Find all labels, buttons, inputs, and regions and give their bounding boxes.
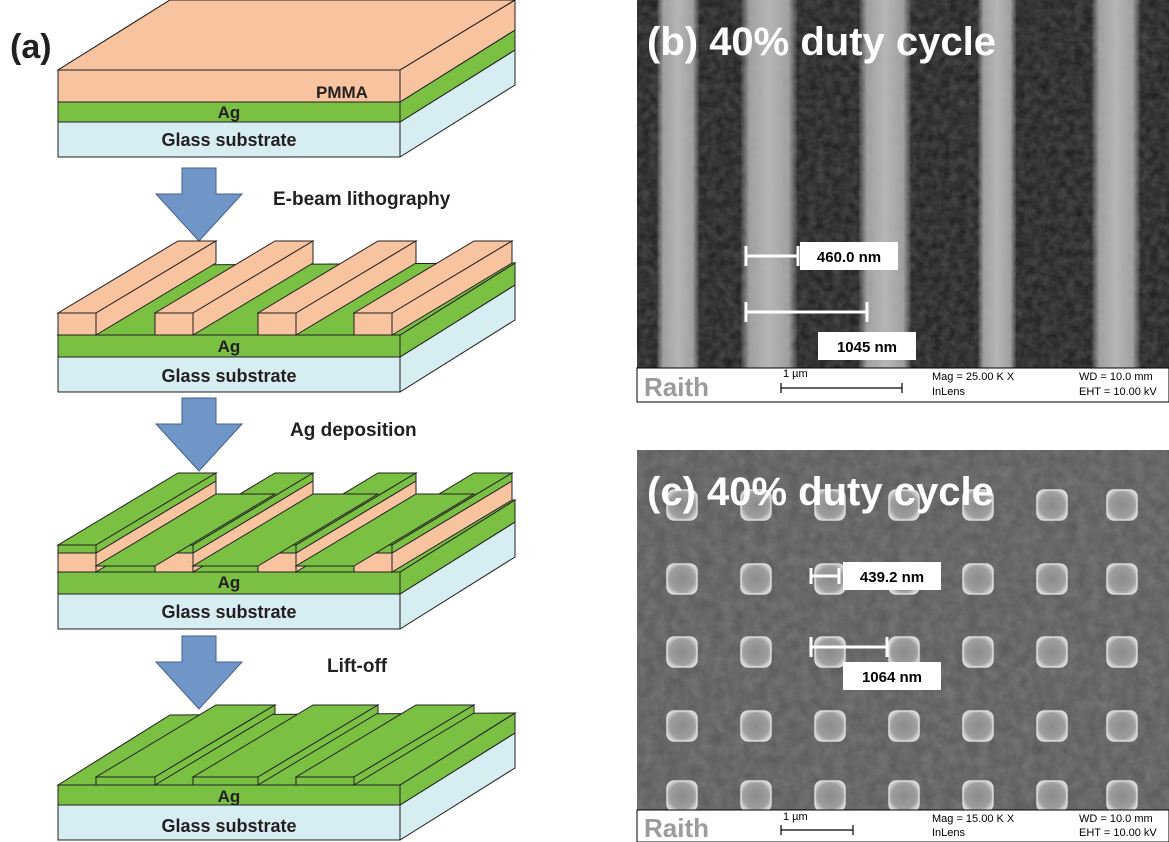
panel-b-sem-image: (b) 40% duty cycle 460.0 nm 1045 nm Rait… [636,0,1169,403]
nanopad [814,489,846,521]
nanopad [740,563,772,595]
magnification-label: Mag = 15.00 K X [932,813,1015,825]
nanopad [1106,710,1138,742]
nanopad [666,780,698,812]
nanopad [1106,489,1138,521]
detector-label: InLens [932,827,966,839]
nanopad [1106,563,1138,595]
step-label-ebeam: E-beam lithography [273,189,451,210]
measure-period-label: 1045 nm [837,339,897,356]
measure-width-bar [744,246,800,266]
nanopad [740,636,772,668]
measure-period-bar [744,302,869,322]
nanopad-array [666,489,1138,812]
ag-label: Ag [218,103,241,122]
nanopad [814,710,846,742]
process-arrow-2 [154,397,244,472]
nanopad [814,636,846,668]
ag-label: Ag [218,337,241,356]
nanopad [962,563,994,595]
panel-c-sem-image: (c) 40% duty cycle 439.2 nm 1064 nm Rait… [636,450,1169,842]
glass-label: Glass substrate [161,130,296,150]
nanopad [1106,780,1138,812]
measure-period-bar [809,637,889,657]
nanopad [666,563,698,595]
panel-a: (a) PMMA Ag Glass substrate E-beam litho… [10,0,517,841]
scale-bar [780,825,854,835]
nanopad [1036,780,1068,812]
ag-label: Ag [218,573,241,592]
ag-gap-strips [94,493,476,567]
nanopad [666,489,698,521]
measure-width-label: 439.2 nm [860,569,924,586]
nanopad [814,780,846,812]
nanopad [740,710,772,742]
panel-a-label: (a) [10,28,52,66]
measure-period-label: 1064 nm [862,669,922,686]
stack-step-4: Ag Glass substrate [56,704,517,841]
measure-width-bar [809,568,841,584]
step-label-ag-deposition: Ag deposition [290,420,417,441]
detector-label: InLens [932,386,966,398]
measure-width-box [800,242,898,270]
ag-label: Ag [218,787,241,806]
measure-period-box [843,662,941,690]
measure-period-box [818,332,916,360]
nanopad [962,636,994,668]
nanopad [888,710,920,742]
nanopad [962,710,994,742]
nanopad [666,710,698,742]
nanopad [740,780,772,812]
nanopad [666,636,698,668]
nanopad [888,780,920,812]
magnification-label: Mag = 25.00 K X [932,371,1015,383]
working-distance-label: WD = 10.0 mm [1079,371,1153,383]
step-label-lift-off: Lift-off [327,656,388,677]
nanopad [888,489,920,521]
glass-label: Glass substrate [161,366,296,386]
stack-step-1: PMMA Ag Glass substrate [56,0,516,158]
nanopad [1036,636,1068,668]
nanopad [1036,489,1068,521]
measure-width-label: 460.0 nm [817,249,881,266]
ag-grating-lines [94,704,476,786]
nanopad [962,489,994,521]
raith-logo: Raith [644,813,709,842]
eht-label: EHT = 10.00 kV [1079,386,1157,398]
nanopad [740,489,772,521]
panel-b-title: (b) 40% duty cycle [647,20,996,64]
eht-label: EHT = 10.00 kV [1079,827,1157,839]
stack-step-3: Ag Glass substrate [56,472,517,630]
stack-step-2: Ag Glass substrate [56,240,517,393]
nanopad [1036,563,1068,595]
scale-bar [780,383,903,393]
raith-logo: Raith [644,372,709,402]
scale-label: 1 µm [783,811,808,823]
pmma-label: PMMA [316,83,368,102]
pmma-stripes [56,240,514,336]
process-arrow-1 [154,167,244,242]
nanopad [962,780,994,812]
glass-label: Glass substrate [161,602,296,622]
nanopad [1036,710,1068,742]
measure-width-box [843,562,941,590]
process-arrow-3 [154,635,244,710]
sem-info-bar: Raith 1 µm Mag = 25.00 K X InLens WD = 1… [636,367,1169,403]
nanopad [1106,636,1138,668]
sem-info-bar: Raith 1 µm Mag = 15.00 K X InLens WD = 1… [636,809,1169,842]
panel-c-title: (c) 40% duty cycle [647,470,994,514]
glass-label: Glass substrate [161,816,296,836]
working-distance-label: WD = 10.0 mm [1079,813,1153,825]
scale-label: 1 µm [783,368,808,380]
